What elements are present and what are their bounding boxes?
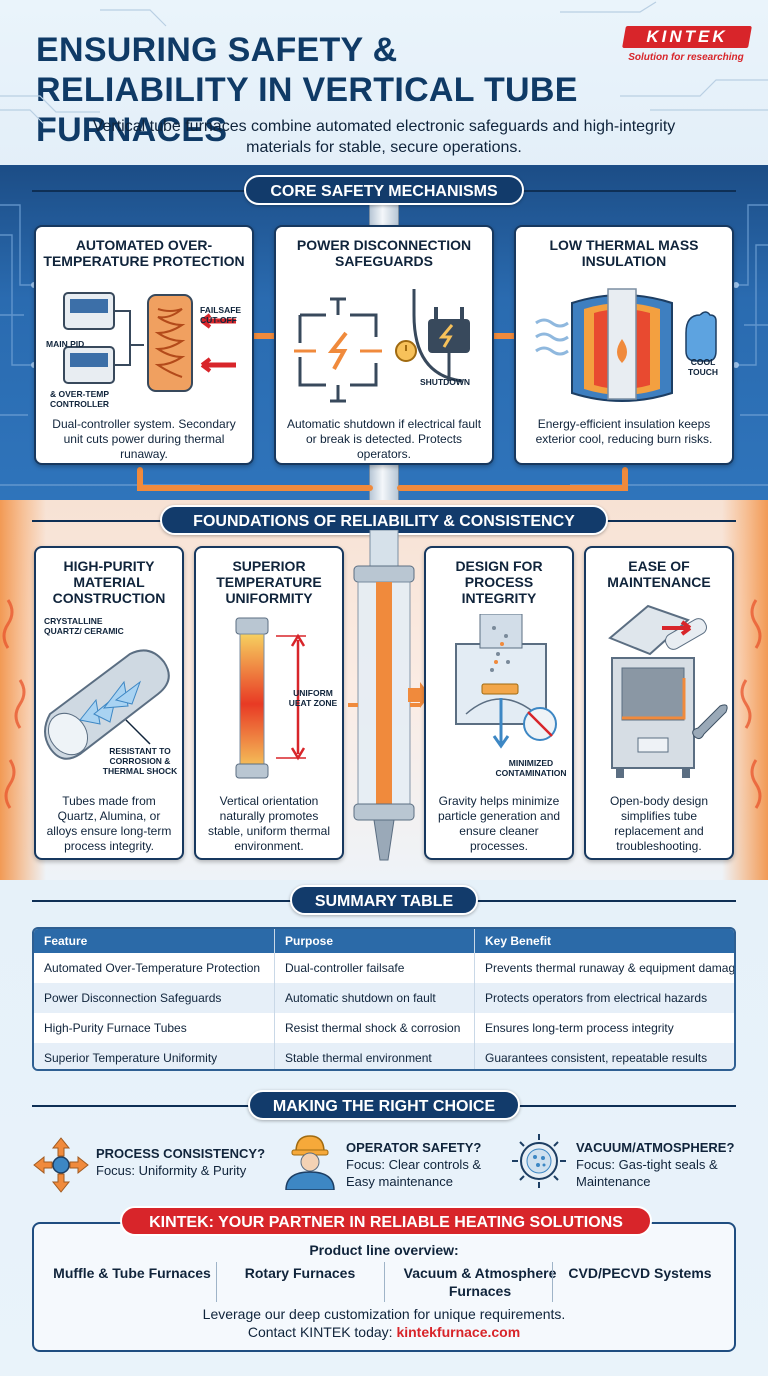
- main-pid-label: MAIN PID: [46, 339, 85, 349]
- col-feature: Feature: [44, 934, 88, 948]
- col-benefit: Key Benefit: [474, 929, 734, 953]
- card-title: Automated Over-Temperature Protection: [43, 237, 245, 269]
- uniform-heat-tube-icon: [235, 617, 306, 779]
- table-cell: Guarantees consistent, repeatable result…: [474, 1043, 734, 1069]
- card-temperature-uniformity: Superior Temperature Uniformity UNIFORM …: [194, 546, 344, 860]
- shutdown-label: SHUTDOWN: [420, 377, 471, 387]
- card-title: Superior Temperature Uniformity: [216, 558, 322, 606]
- table-row: High-Purity Furnace Tubes Resist thermal…: [34, 1013, 734, 1043]
- table-cell: Automatic shutdown on fault: [274, 983, 474, 1013]
- table-cell: Stable thermal environment: [274, 1043, 474, 1069]
- choice-title: OPERATOR SAFETY?: [346, 1140, 482, 1155]
- table-cell: Prevents thermal runaway & equipment dam…: [474, 953, 734, 983]
- insulation-icon: [535, 288, 717, 402]
- table-cell: Automated Over-Temperature Protection: [44, 961, 261, 975]
- choice-desc: Focus: Gas-tight seals & Maintenance: [576, 1157, 718, 1189]
- table-cell: Dual-controller failsafe: [274, 953, 474, 983]
- table-row: Power Disconnection Safeguards Automatic…: [34, 983, 734, 1013]
- cta-line: Leverage our deep customization for uniq…: [202, 1306, 566, 1322]
- circuit-pattern: [0, 1, 768, 125]
- core-heading: CORE SAFETY MECHANISMS: [244, 175, 524, 205]
- table-row: Automated Over-Temperature Protection Du…: [34, 953, 734, 983]
- kintek-tagline: Solution for researching: [628, 52, 744, 63]
- kintek-logo-text: KINTEK: [646, 27, 728, 46]
- card-title: Ease of Maintenance: [607, 558, 711, 590]
- page-subtitle: Vertical tube furnaces combine automated…: [92, 118, 676, 156]
- card-desc: Vertical orientation naturally promotes …: [207, 794, 331, 853]
- table-cell: Power Disconnection Safeguards: [44, 991, 222, 1005]
- failsafe-label: FAILSAFE CUT-OFF: [200, 305, 242, 325]
- card-process-integrity: Design for Process Integrity MINIMIZED C…: [424, 546, 574, 860]
- choice-title: PROCESS CONSISTENCY?: [96, 1146, 266, 1161]
- card-desc: Gravity helps minimize particle generati…: [437, 794, 561, 853]
- cta-contact: Contact KINTEK today: kintekfurnace.com: [32, 1324, 736, 1340]
- over-temp-label: & OVER-TEMP CONTROLLER: [50, 389, 110, 409]
- card-title: Low Thermal Mass Insulation: [549, 237, 699, 269]
- card-desc: Automatic shutdown if electrical fault o…: [286, 417, 482, 461]
- product-rotary: Rotary Furnaces: [244, 1265, 356, 1281]
- table-row: Superior Temperature Uniformity Stable t…: [34, 1043, 734, 1069]
- cta-prefix: Contact KINTEK today:: [247, 1324, 397, 1340]
- divider: [216, 1262, 217, 1302]
- glass-tube-illustration: [348, 530, 420, 861]
- card-ease-of-maintenance: Ease of Maintenance Open-body design sim…: [584, 546, 734, 860]
- product-cvd-pecvd: CVD/PECVD Systems: [568, 1265, 712, 1281]
- col-purpose: Purpose: [274, 929, 474, 953]
- controller-diagram: [63, 292, 236, 392]
- table-cell: Protects operators from electrical hazar…: [474, 983, 734, 1013]
- card-over-temperature: Automated Over-Temperature Protection MA…: [34, 225, 254, 465]
- divider: [552, 1262, 553, 1302]
- corrosion-label: RESISTANT TO CORROSION & THERMAL SHOCK: [102, 746, 178, 776]
- contamination-label: MINIMIZED CONTAMINATION: [495, 758, 567, 778]
- card-desc: Tubes made from Quartz, Alumina, or allo…: [46, 794, 172, 853]
- table-cell: High-Purity Furnace Tubes: [44, 1021, 187, 1035]
- power-disconnect-icon: [294, 289, 470, 403]
- card-power-disconnection: Power Disconnection Safeguards SHUTDOWN …: [274, 225, 494, 465]
- card-desc: Open-body design simplifies tube replace…: [609, 794, 709, 853]
- choice-desc: Focus: Clear controls & Easy maintenance: [346, 1157, 482, 1189]
- card-desc: Energy-efficient insulation keeps exteri…: [535, 417, 713, 446]
- cool-touch-label: COOL TOUCH: [687, 357, 719, 377]
- quartz-tube-icon: [44, 649, 170, 760]
- clean-chamber-icon: [455, 614, 557, 749]
- divider: [384, 1262, 385, 1302]
- product-vacuum-atmosphere: Vacuum & Atmosphere Furnaces: [403, 1265, 557, 1299]
- quartz-label: CRYSTALLINE QUARTZ/ CERAMIC: [44, 616, 124, 636]
- table-cell: Superior Temperature Uniformity: [44, 1051, 218, 1065]
- card-title: Design for Process Integrity: [455, 558, 543, 606]
- arrows-icon: [33, 1137, 89, 1193]
- open-furnace-icon: [608, 604, 728, 778]
- page-title: Ensuring Safety & Reliability in Vertica…: [36, 31, 578, 149]
- table-header: Feature Purpose Key Benefit: [34, 929, 734, 953]
- choice-title: VACUUM/ATMOSPHERE?: [576, 1140, 735, 1155]
- vacuum-icon: [512, 1134, 566, 1188]
- heat-waves: [2, 599, 762, 809]
- card-high-purity: High-Purity Material Construction CRYSTA…: [34, 546, 184, 860]
- worker-icon: [285, 1135, 335, 1190]
- summary-heading: SUMMARY TABLE: [290, 885, 478, 915]
- product-muffle-tube: Muffle & Tube Furnaces: [53, 1265, 211, 1281]
- choice-desc: Focus: Uniformity & Purity: [96, 1163, 247, 1178]
- product-overview-label: Product line overview:: [309, 1242, 459, 1258]
- uniform-zone-label: UNIFORM UEAT ZONE: [288, 688, 338, 708]
- card-desc: Dual-controller system. Secondary unit c…: [52, 417, 236, 461]
- choice-heading: MAKING THE RIGHT CHOICE: [248, 1090, 520, 1120]
- summary-table: Feature Purpose Key Benefit Automated Ov…: [32, 927, 736, 1071]
- table-cell: Ensures long-term process integrity: [474, 1013, 734, 1043]
- orange-connectors: [137, 333, 628, 491]
- card-title: High-Purity Material Construction: [52, 558, 166, 606]
- card-title: Power Disconnection Safeguards: [296, 237, 472, 269]
- partner-heading: KINTEK: YOUR PARTNER IN RELIABLE HEATING…: [120, 1206, 652, 1236]
- card-thermal-insulation: Low Thermal Mass Insulation COOL TOUCH E…: [514, 225, 734, 465]
- website-link[interactable]: kintekfurnace.com: [396, 1324, 521, 1340]
- table-cell: Resist thermal shock & corrosion: [274, 1013, 474, 1043]
